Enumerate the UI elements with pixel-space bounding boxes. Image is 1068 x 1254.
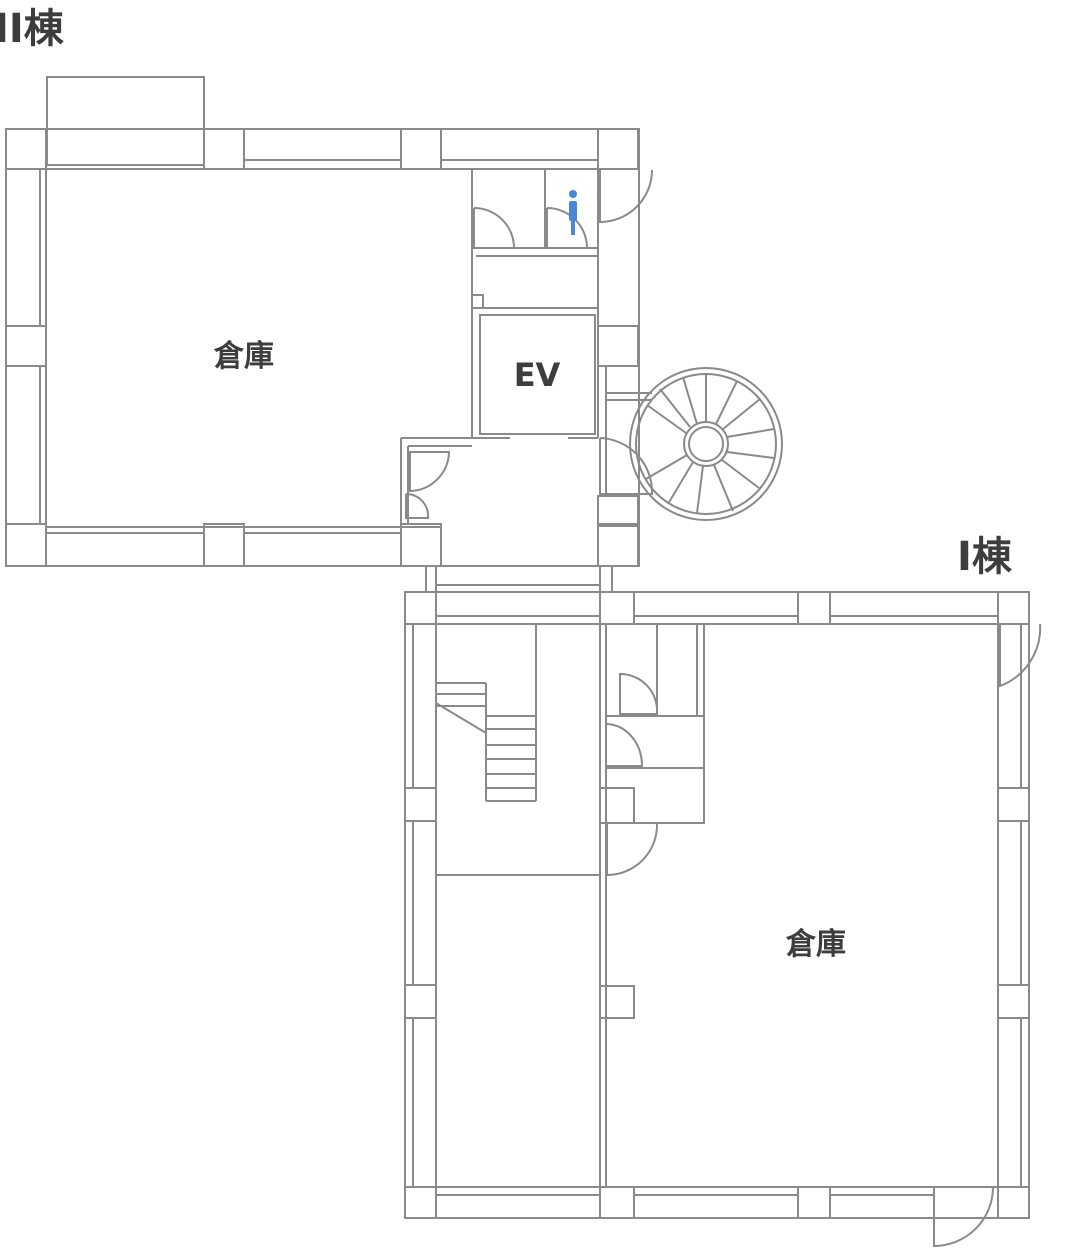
column: [997, 1186, 1030, 1219]
inner-wall-line: [45, 168, 598, 528]
core-walls: [606, 624, 705, 824]
spiral-staircase: [629, 367, 783, 521]
hall-door: [606, 822, 659, 877]
stair-door: [599, 437, 654, 495]
east-door: [599, 169, 653, 224]
small-room-door: [619, 672, 659, 715]
central-wall: [599, 624, 607, 1187]
north-east-door: [999, 623, 1042, 688]
elevator-label: EV: [514, 356, 561, 394]
south-door: [933, 1186, 994, 1248]
building-1-title: I棟: [957, 534, 1013, 580]
column: [797, 1186, 831, 1219]
outer-wall: [404, 591, 1030, 1219]
column: [599, 591, 635, 625]
elevator-shaft: [479, 314, 596, 435]
building-2-title: II棟: [0, 6, 65, 52]
column: [400, 128, 442, 170]
core-post: [471, 294, 484, 309]
column: [599, 787, 635, 824]
stall-door: [546, 207, 589, 249]
column: [597, 523, 639, 567]
column: [797, 591, 831, 625]
annex: [46, 76, 205, 166]
inner-wall-line: [435, 623, 999, 1188]
lobby-door-small: [405, 492, 430, 519]
column: [5, 128, 47, 170]
column: [597, 325, 639, 367]
column: [404, 787, 437, 822]
lobby-walls: [400, 437, 472, 524]
column: [5, 325, 47, 367]
column: [997, 591, 1030, 625]
building-2: II棟 倉庫: [0, 6, 783, 592]
stall-door: [473, 207, 516, 249]
core-walls: [471, 169, 599, 438]
small-room-door: [605, 723, 644, 767]
room-label-storage-1: 倉庫: [785, 927, 846, 962]
column: [599, 985, 635, 1019]
column: [404, 1186, 437, 1219]
bridge-corridor: [425, 566, 613, 592]
column: [203, 128, 245, 170]
column: [997, 787, 1030, 822]
column: [404, 984, 437, 1019]
column: [400, 523, 442, 567]
column: [997, 984, 1030, 1019]
column: [5, 523, 47, 567]
column: [404, 591, 437, 625]
lobby-door: [409, 451, 451, 493]
building-1: I棟: [404, 534, 1042, 1248]
column: [599, 1186, 635, 1219]
column: [597, 495, 639, 527]
room-label-storage-2: 倉庫: [213, 339, 274, 374]
straight-staircase: [435, 624, 600, 876]
column: [203, 523, 245, 567]
column: [597, 128, 639, 170]
person-icon: [569, 190, 577, 235]
